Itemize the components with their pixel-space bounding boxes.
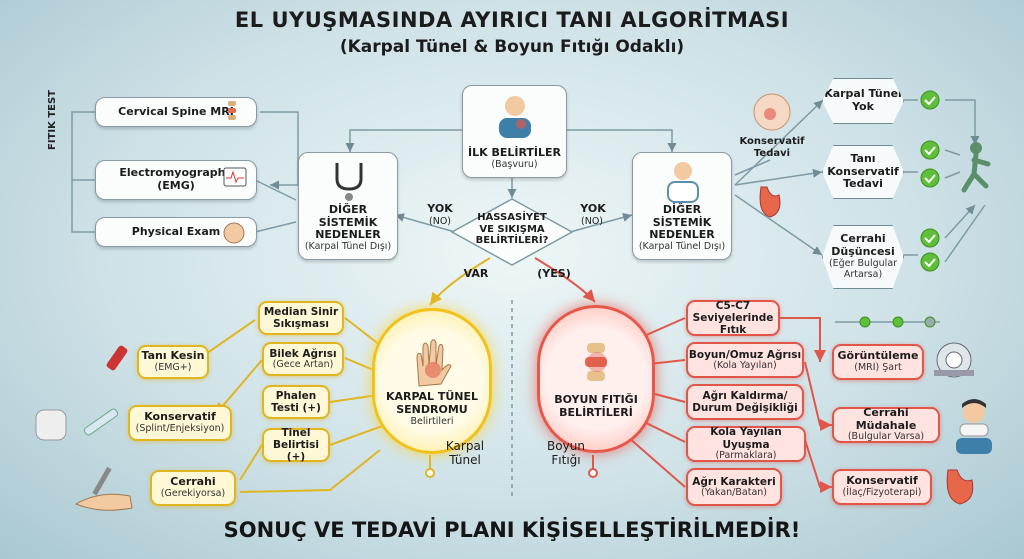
hex-conservative: Tanı Konservatif Tedavi: [822, 145, 904, 199]
right-other-causes: DİĞER SİSTEMİK NEDENLER (Karpal Tünel Dı…: [632, 152, 732, 260]
carpal-symptom-3: Phalen Testi (+): [262, 385, 330, 419]
page-subtitle: (Karpal Tünel & Boyun Fıtığı Odaklı): [339, 37, 685, 57]
hex-surgery-consider: Cerrahi Düşüncesi (Eğer Bulgular Artarsa…: [822, 225, 904, 289]
spine-icon: [228, 101, 236, 120]
hernia-symptom-3: Ağrı Kaldırma/ Durum Değişikliği: [686, 384, 804, 420]
reflex-hammer-icon: [106, 345, 128, 371]
mri-scanner-icon: [934, 342, 974, 378]
stomach-icon: [759, 186, 781, 218]
decision-diamond: HASSASİYET VE SIKIŞMA BELİRTİLERİ?: [475, 212, 549, 246]
hernia-symptom-5: Ağrı Karakteri (Yakan/Batan): [686, 468, 782, 506]
hands-icon: [223, 222, 245, 244]
page-title: EL UYUŞMASINDA AYIRICI TANI ALGORİTMASI: [234, 8, 790, 32]
check-icon: [859, 90, 940, 328]
branch-var-label: VAR: [463, 267, 489, 280]
right-no-label: YOK: [580, 202, 606, 215]
carpal-tunnel-circle: KARPAL TÜNEL SENDROMU Belirtileri: [372, 308, 492, 454]
hernia-symptom-2: Boyun/Omuz Ağrısı (Kola Yayılan): [686, 342, 804, 378]
hernia-bottom-label: Boyun Fıtığı: [547, 439, 585, 467]
side-label: FITIK TEST: [47, 90, 58, 150]
right-no-sub: (NO): [581, 216, 603, 227]
test-emg: Electromyography (EMG): [95, 160, 257, 200]
patient-icon: [499, 96, 531, 138]
carpal-symptom-2: Bilek Ağrısı (Gece Artan): [262, 342, 344, 376]
hex-no-carpal: Karpal Tünel Yok: [822, 78, 904, 124]
exercise-person-icon: [961, 142, 991, 193]
left-no-label: YOK: [427, 202, 453, 215]
splint-syringe-icon: [35, 408, 119, 441]
stethoscope-icon: [335, 163, 363, 201]
carpal-outcome-1: Tanı Kesin (EMG+): [137, 345, 209, 379]
wrist-icon: [753, 93, 791, 131]
carpal-outcome-2: Konservatif (Splint/Enjeksiyon): [128, 405, 232, 441]
hernia-outcome-2: Cerrahi Müdahale (Bulgular Varsa): [832, 406, 940, 443]
carpal-outcome-3: Cerrahi (Gerekiyorsa): [150, 470, 236, 506]
hernia-symptom-1: C5-C7 Seviyelerinde Fıtık: [686, 300, 780, 336]
hand-icon: [416, 338, 452, 387]
doctor-icon: [667, 162, 699, 203]
hernia-symptom-4: Kola Yayılan Uyuşma (Parmaklara): [686, 426, 806, 462]
left-other-causes: DİĞER SİSTEMİK NEDENLER (Karpal Tünel Dı…: [298, 152, 398, 260]
footer-banner: SONUÇ VE TEDAVİ PLANI KİŞİSELLEŞTİRİLMED…: [223, 518, 801, 542]
branch-yes-label: (YES): [537, 267, 571, 280]
neck-hernia-circle: BOYUN FITIĞI BELİRTİLERİ: [537, 305, 655, 453]
carpal-symptom-1: Median Sinir Sıkışması: [258, 301, 344, 335]
carpal-symptom-4: Tinel Belirtisi (+): [262, 427, 330, 463]
left-no-sub: (NO): [429, 216, 451, 227]
carpal-bottom-label: Karpal Tünel: [445, 439, 485, 467]
start-box: İLK BELİRTİLER (Başvuru): [462, 85, 567, 178]
stomach-icon-2: [946, 469, 974, 505]
vertebra-icon: [585, 343, 607, 381]
conservative-label: Konservatif Tedavi: [739, 136, 805, 159]
scalpel-icon: [74, 466, 133, 511]
hernia-outcome-3: Konservatif (İlaç/Fizyoterapi): [832, 469, 932, 505]
neck-collar-person-icon: [956, 399, 992, 454]
decision-diamond-shape: [450, 198, 574, 266]
emg-monitor-icon: [223, 167, 247, 187]
hernia-outcome-1: Görüntüleme (MRI) Şart: [832, 344, 924, 380]
